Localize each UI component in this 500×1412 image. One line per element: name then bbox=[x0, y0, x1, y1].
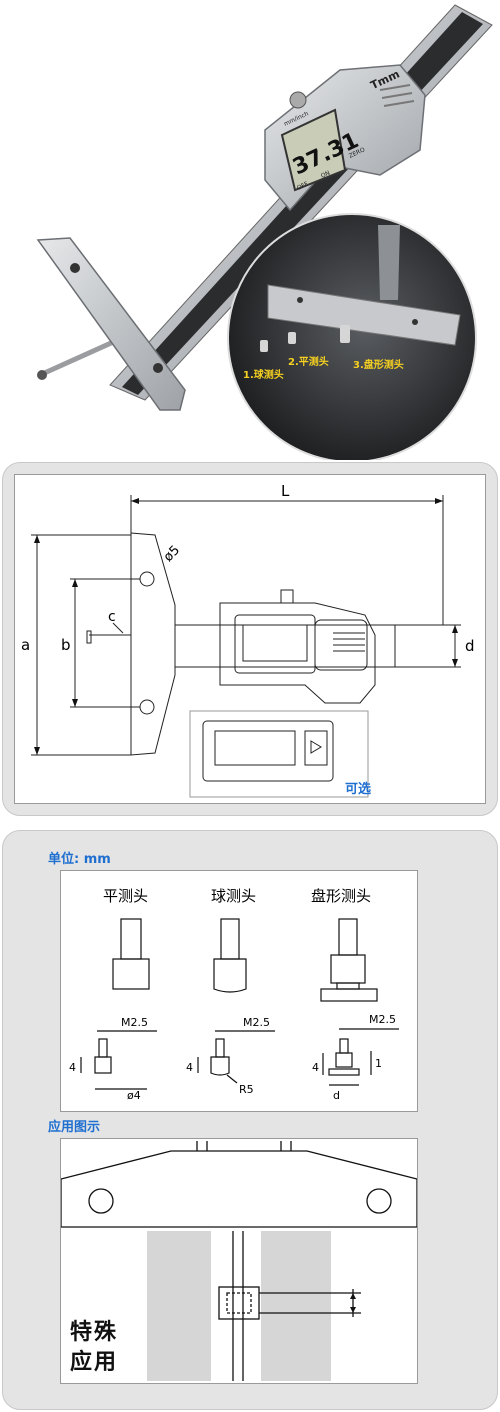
disc-probe-title: 盘形测头 bbox=[311, 887, 371, 905]
disc-thickness-label: 1 bbox=[375, 1057, 382, 1070]
callout-flat-probe: 2.平测头 bbox=[288, 355, 329, 368]
flat-thread-label: M2.5 bbox=[121, 1016, 148, 1029]
callout-ball-probe: 1.球测头 bbox=[243, 368, 284, 381]
unit-label: 单位: mm bbox=[48, 852, 111, 867]
dim-label-hole: ø5 bbox=[161, 543, 183, 565]
probe-heads-diagram: 平测头 球测头 盘形测头 bbox=[69, 887, 399, 1102]
dim-label-L: L bbox=[281, 482, 290, 500]
on-button-label: ON bbox=[320, 170, 331, 180]
depth-gauge-illustration: 37.31 Tmm mm/inch OFF ON ZERO 1.球测头 2.平测… bbox=[36, 4, 493, 463]
callout-disc-probe: 3.盘形测头 bbox=[353, 358, 404, 371]
application-frame bbox=[60, 1138, 418, 1384]
ball-probe-title: 球测头 bbox=[211, 887, 256, 905]
ball-radius-label: R5 bbox=[239, 1083, 254, 1096]
probe-heads-frame: 平测头 球测头 盘形测头 bbox=[60, 870, 418, 1112]
ball-thread-label: M2.5 bbox=[243, 1016, 270, 1029]
dim-label-c: c bbox=[108, 609, 116, 625]
dim-label-b: b bbox=[61, 636, 71, 654]
disc-dia-label: d bbox=[333, 1089, 340, 1102]
dim-label-a: a bbox=[21, 636, 30, 654]
disc-thread-label: M2.5 bbox=[369, 1013, 396, 1026]
application-diagram bbox=[60, 1141, 418, 1381]
application-section-label: 应用图示 bbox=[48, 1120, 101, 1135]
product-photo: 37.31 Tmm mm/inch OFF ON ZERO 1.球测头 2.平测… bbox=[0, 0, 500, 463]
off-button-label: OFF bbox=[296, 180, 310, 191]
flat-height-label: 4 bbox=[69, 1061, 76, 1074]
dimension-drawing: L a b c d ø5 可选 bbox=[21, 482, 475, 798]
special-application-text: 特殊应用 bbox=[70, 1320, 119, 1375]
flat-probe-title: 平测头 bbox=[103, 887, 148, 905]
dimension-drawing-frame: L a b c d ø5 可选 bbox=[14, 474, 486, 804]
ball-height-label: 4 bbox=[186, 1061, 193, 1074]
disc-height-label: 4 bbox=[312, 1061, 319, 1074]
flat-dia-label: ø4 bbox=[127, 1089, 141, 1102]
optional-label: 可选 bbox=[345, 781, 371, 797]
dim-label-d: d bbox=[465, 637, 475, 655]
